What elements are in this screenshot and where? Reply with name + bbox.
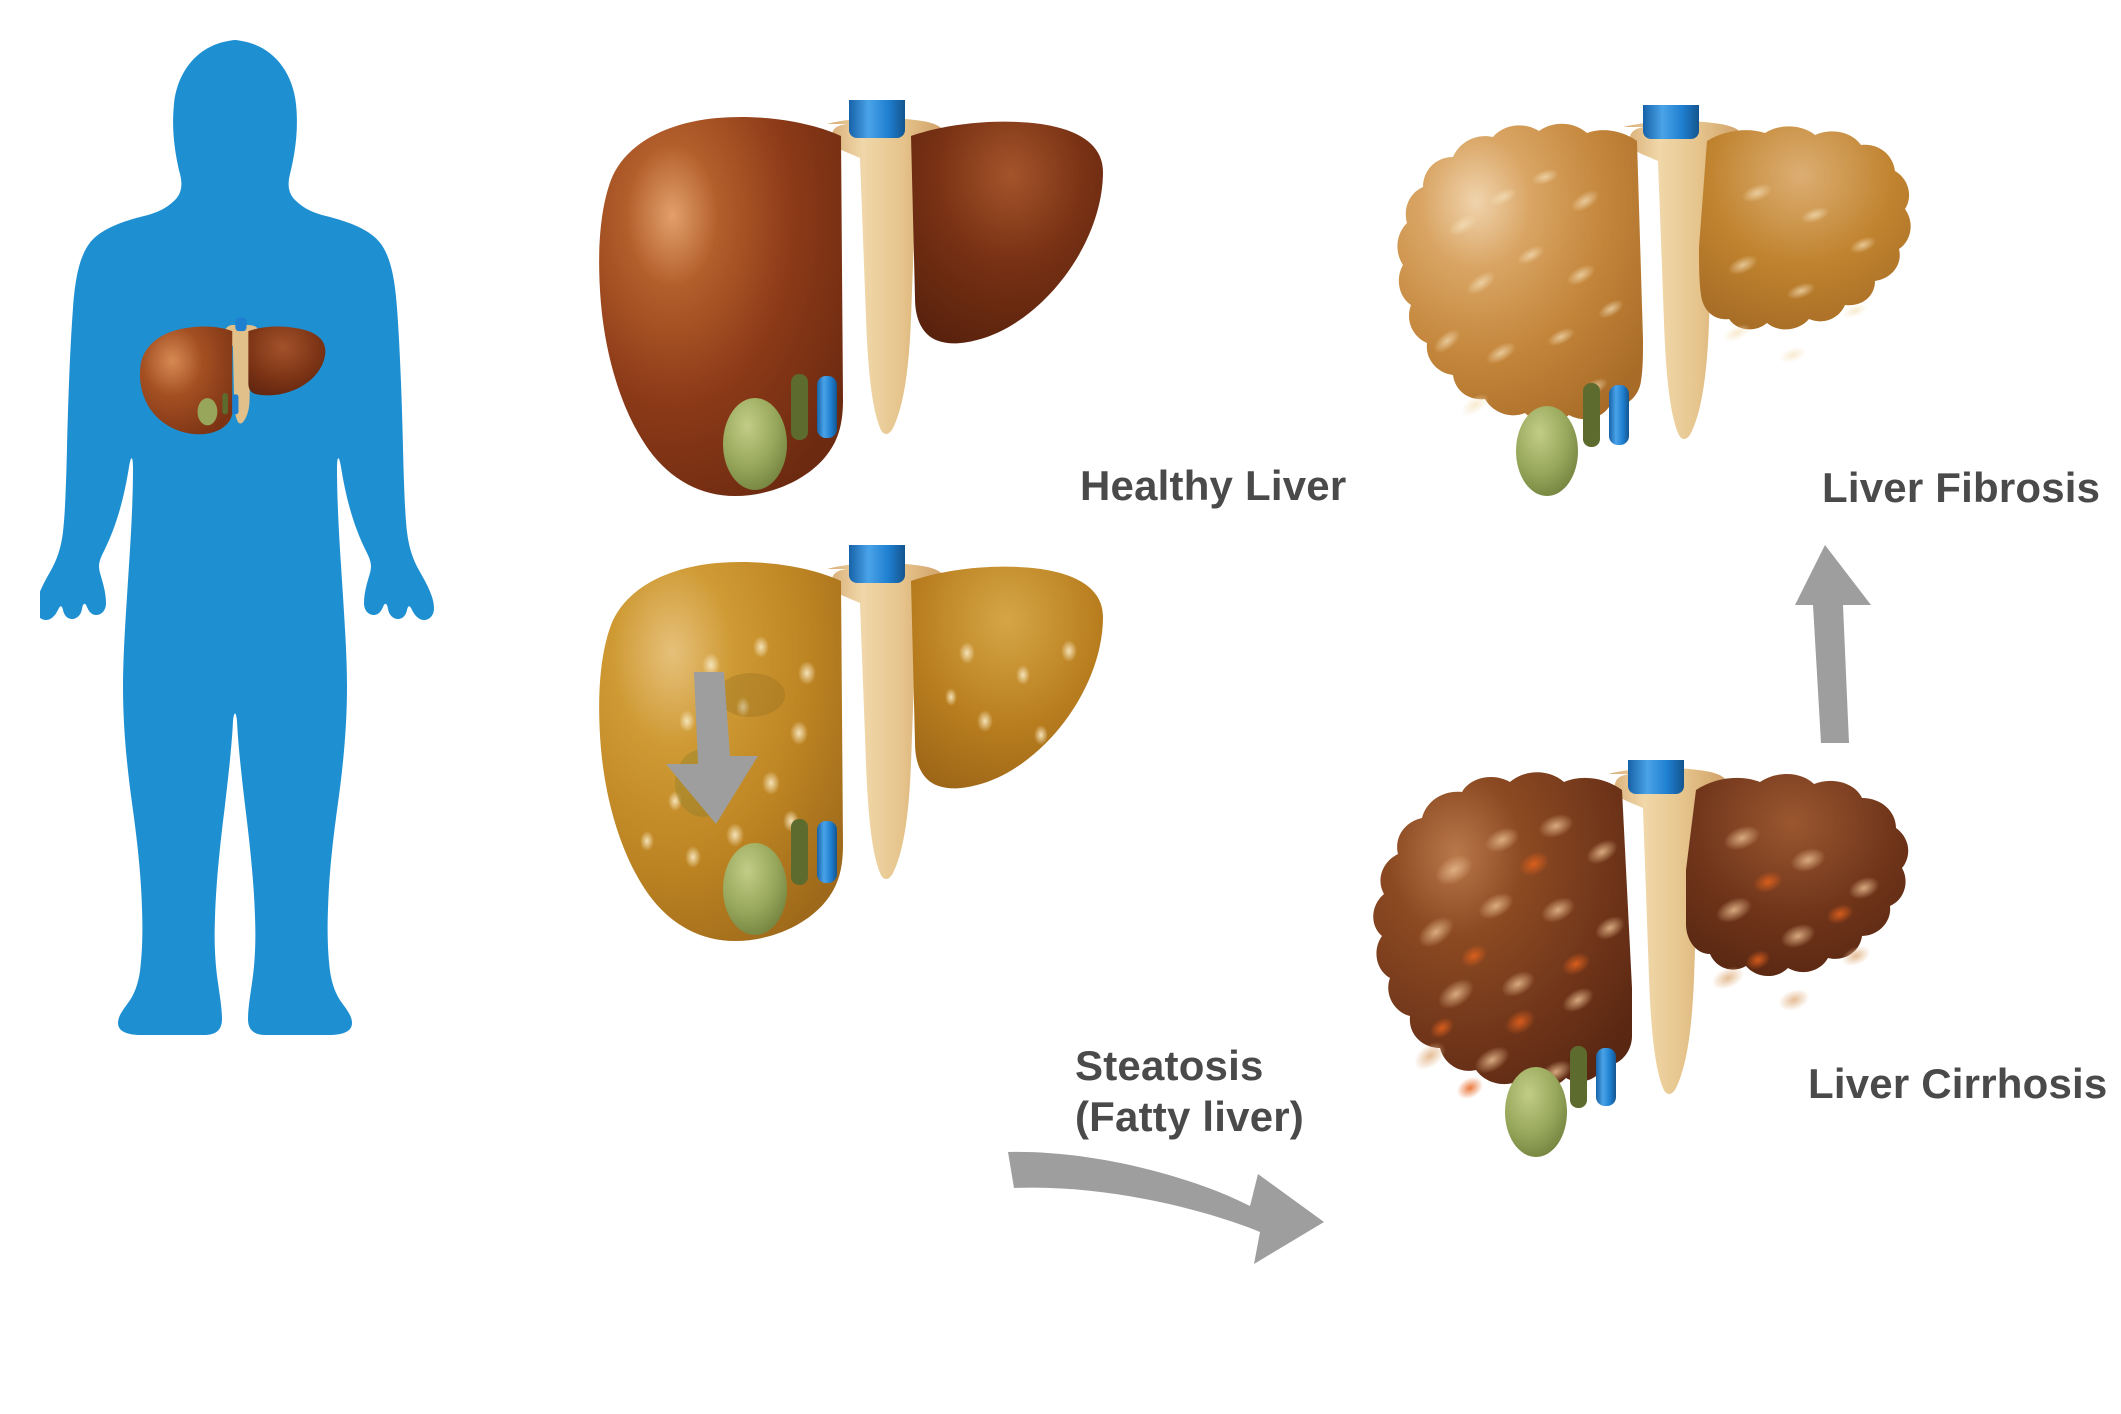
label-healthy-liver: Healthy Liver <box>1080 462 1347 509</box>
cirrhosis-liver-illustration <box>1370 760 1930 1180</box>
healthy-liver-illustration <box>595 100 1135 520</box>
falciform-ligament <box>827 117 946 435</box>
liver-right-lobe <box>911 566 1103 789</box>
cirrhosis-scar-tissue <box>1430 851 1854 1100</box>
hepatic-vein-cylinder <box>849 100 905 138</box>
arrow-healthy-to-steatosis <box>660 668 780 828</box>
falciform-ligament <box>827 562 946 879</box>
gallbladder <box>1516 406 1578 496</box>
liver-left-lobe <box>1397 123 1643 423</box>
liver-left-lobe <box>1373 772 1632 1089</box>
gallbladder-and-vessels <box>723 374 837 490</box>
label-liver-fibrosis: Liver Fibrosis <box>1822 464 2101 511</box>
fibrosis-nodule-texture <box>1433 169 1877 427</box>
fibrosis-liver-illustration <box>1385 105 1945 525</box>
label-steatosis: Steatosis (Fatty liver) <box>1075 1042 1304 1141</box>
human-body-silhouette <box>36 20 440 1390</box>
hepatic-vein-cylinder <box>1643 105 1699 139</box>
cirrhosis-nodule-texture <box>1414 814 1880 1084</box>
liver-inset-in-body <box>139 317 326 435</box>
hepatic-vein-cylinder <box>1628 760 1684 794</box>
arrow-cirrhosis-to-fibrosis <box>1795 545 1915 745</box>
gallbladder <box>1505 1067 1567 1157</box>
gallbladder-and-vessels <box>1516 383 1629 496</box>
silhouette-body-shape <box>36 40 434 1035</box>
gallbladder <box>723 843 787 935</box>
gallbladder-and-vessels <box>1505 1046 1616 1157</box>
liver-right-lobe <box>911 121 1103 344</box>
label-liver-cirrhosis: Liver Cirrhosis <box>1808 1060 2108 1107</box>
liver-right-lobe <box>1699 126 1911 330</box>
hepatic-vein-cylinder <box>849 545 905 583</box>
arrow-steatosis-to-cirrhosis <box>1000 1140 1330 1280</box>
liver-right-lobe <box>1686 773 1909 977</box>
gallbladder-and-vessels <box>723 819 837 935</box>
liver-left-lobe <box>599 116 843 496</box>
gallbladder <box>723 398 787 490</box>
